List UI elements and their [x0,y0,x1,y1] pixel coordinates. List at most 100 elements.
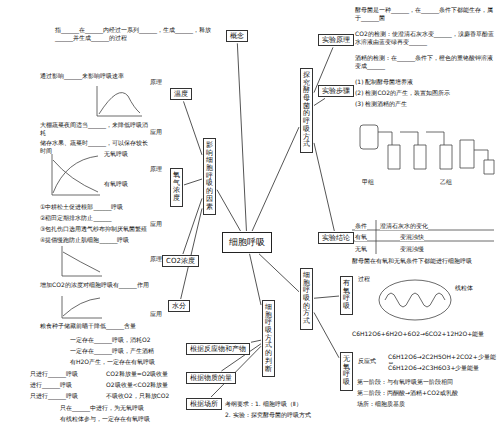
graph-axes [97,86,142,116]
note-text: 有线粒体参与，一定存在有氧呼吸 [60,415,180,423]
note-text: ①中耕松土促进根部______呼吸 [40,203,160,211]
note-text: 2. 实验：探究酵母菌的呼吸方式 [225,411,311,419]
branch-line [181,208,202,299]
branch-line [237,43,246,231]
branch-line [314,143,334,231]
curve [53,160,98,192]
note-text: 第二阶段：丙酮酸→酒精+CO2或乳酸 [357,389,497,397]
branch-stroke [217,190,241,231]
topic-box: 实验步骤 [318,85,354,97]
curve [53,156,98,193]
graph-axes [52,150,100,195]
note-text: 乙组 [440,178,452,186]
branch-line [183,198,202,254]
note-text: 场所：细胞质基质 [357,400,497,408]
topic-box: 氧气浓度 [170,168,183,207]
topic-box: 根据场所 [186,398,222,410]
topic-box: 温度 [170,88,192,100]
note-text: 变混浊慢 [400,245,424,253]
note-text: 第一阶段：与有氧呼吸第一阶段相同 [357,378,497,386]
branch-stroke [181,208,202,299]
note-text: 酵母菌是一种______，在______条件下都能生存，属于______菌 [355,6,495,21]
note-text: 考纲要求：1. 细胞呼吸（Ⅱ） [225,400,302,408]
note-text: (3) 检测酒精的产生 [355,100,495,108]
note-text: CO2释放量=O2吸收量 [106,370,168,378]
branch-line [184,179,202,185]
branch-stroke [259,254,299,292]
topic-box: 概念 [226,30,248,42]
note-text: 酵母菌在有氧和无氧条件下都能进行细胞呼吸 [352,257,497,265]
branch-stroke [184,179,202,185]
topic-text: 水分 [172,302,186,310]
note-text: 有氧 [355,233,367,241]
note-text: 大棚蔬菜夜间适当______，来降低呼吸消耗 [40,121,150,136]
branch-line [183,101,202,155]
branch-stroke [237,43,246,231]
note-text: 只在______中进行，为无氧呼吸 [60,404,180,412]
branch-stroke [314,312,339,357]
note-text: 一定存在______呼吸，消耗O2 [70,336,182,344]
branch-stroke [314,98,325,105]
note-text: 无氧 [355,245,367,253]
topic-box: 探究酵母菌的呼吸方式 [300,68,313,153]
note-text: O2吸收量<CO2释放量 [106,381,168,389]
graph-axes [62,296,102,318]
branch-stroke [314,296,339,298]
note-text: 甲组 [362,178,374,186]
topic-text: 细胞呼吸 [229,237,265,247]
topic-box: 影响细胞呼吸的因素 [203,138,216,215]
note-text: 只进行______呼吸 [30,392,78,400]
topic-box: 细胞呼吸的方式 [300,268,313,330]
note-text: 条件 [355,222,367,230]
note-text: 反应式 [358,357,376,365]
note-text: 储存水果、蔬菜时______，可以保存较长时间 [40,139,150,154]
topic-text: 根据反应物和产物 [190,345,246,353]
note-text: ②稻田定期排水防止______ [40,214,160,222]
topic-text: 实验结论 [322,234,350,242]
graph-axes [62,246,102,276]
topic-text: 温度 [174,90,188,98]
note-text: ④提倡慢跑防止肌细胞______呼吸 [40,236,160,244]
note-text: 增加CO2的浓度对细胞呼吸有______作用 [40,281,158,289]
branch-line [252,127,299,231]
branch-stroke [183,101,202,155]
note-text: 应用 [150,128,162,136]
note-text: 原理 [150,165,162,173]
branch-line [217,190,241,231]
note-text: 粮食种子储藏前晒干降低______含量 [40,322,158,330]
table-lines [352,220,494,254]
central-topic: 细胞呼吸 [222,232,272,253]
branch-stroke [183,198,202,254]
note-text: 原理 [150,255,162,263]
topic-text: 细胞呼吸方式的判断 [265,304,272,373]
note-text: (2) 检测CO2的产生，装置如图所示 [355,89,495,97]
note-text: 澄清石灰水的变化 [380,222,428,230]
note-text: 只进行______呼吸 [30,370,78,378]
topic-box: 实验原理 [318,34,354,46]
topic-box: CO2浓度 [162,255,199,267]
branch-line [314,296,339,298]
branch-line [250,254,261,305]
note-text: 应用 [150,220,162,228]
topic-text: 根据场所 [190,400,218,408]
topic-text: 探究酵母菌的呼吸方式 [303,72,310,149]
note-text: 线粒体 [455,284,473,292]
topic-text: CO2浓度 [166,257,195,265]
note-text: 酒精的检测：在______条件下，橙色的重铬酸钾溶液变成______ [355,54,495,69]
branch-line [251,340,261,342]
note-text: ③包扎伤口选用透气纱布抑制厌氧菌繁殖 [40,225,160,233]
topic-text: 实验步骤 [322,87,350,95]
note-text: 不吸收O2，只释放CO2 [106,392,169,400]
branch-line [314,312,339,357]
branch-stroke [250,254,261,305]
topic-box: 无氧呼吸 [340,352,353,391]
note-text: 变混浊快 [400,233,424,241]
note-text: 进行______呼吸 [30,381,72,389]
note-text: 原理 [150,78,162,86]
topic-text: 无氧呼吸 [343,356,350,387]
topic-text: 氧气浓度 [173,172,180,203]
topic-box: 细胞呼吸方式的判断 [262,300,275,377]
branch-line [314,98,325,105]
topic-box: 实验结论 [318,232,354,244]
topic-box: 水分 [168,300,190,312]
